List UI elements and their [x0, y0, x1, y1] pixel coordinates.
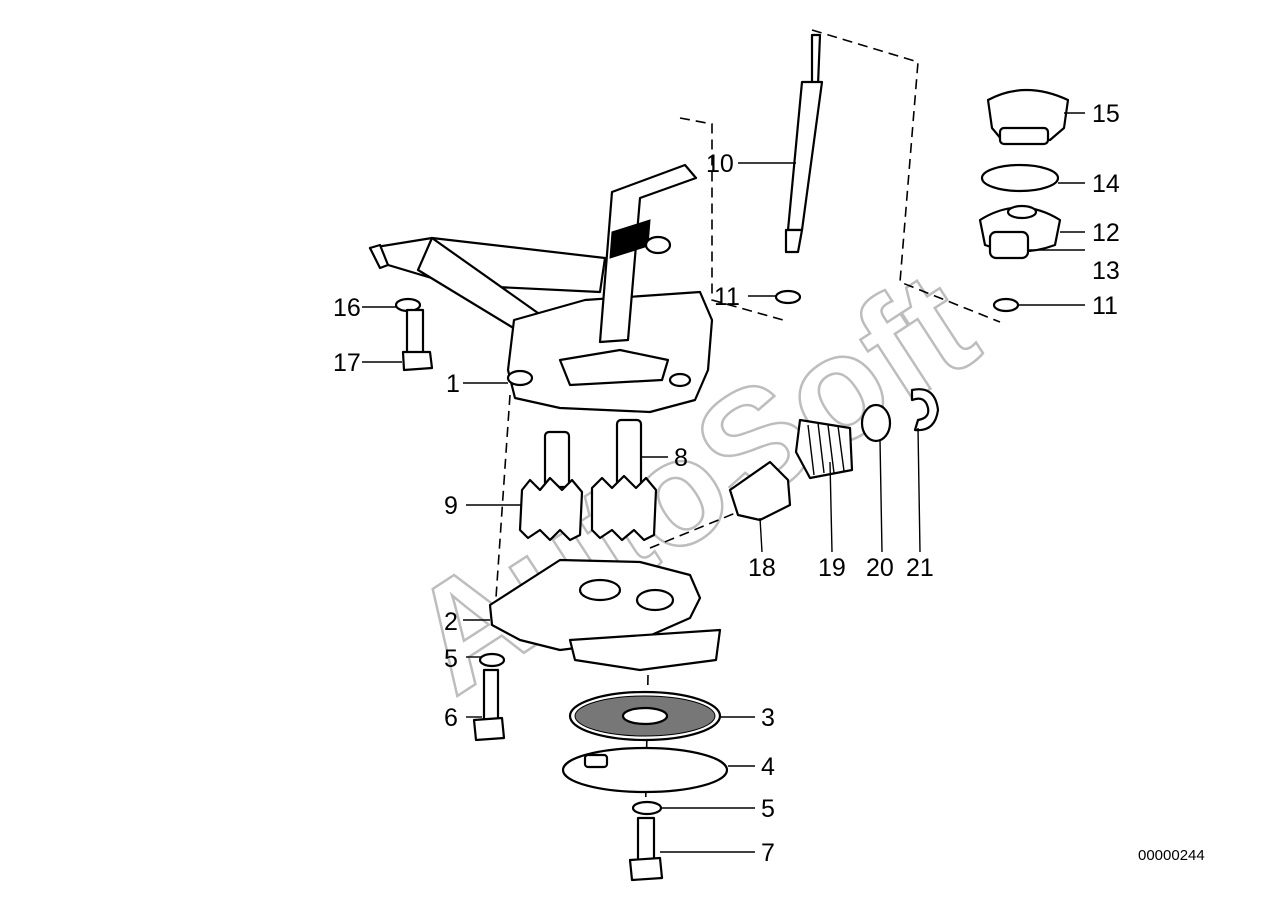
callout-20: 20 — [866, 554, 894, 582]
callout-16: 16 — [333, 294, 361, 322]
callout-4: 4 — [761, 753, 775, 781]
retaining-plate — [561, 746, 729, 794]
bolt-6 — [472, 668, 506, 742]
callout-7: 7 — [761, 839, 775, 867]
callout-18: 18 — [748, 554, 776, 582]
valve-piston-18 — [728, 460, 792, 522]
washer-5-upper — [478, 652, 506, 668]
callout-5-lower: 5 — [761, 795, 775, 823]
gear-pair — [518, 418, 658, 542]
callout-21: 21 — [906, 554, 934, 582]
cap-15 — [986, 88, 1070, 146]
strainer — [568, 690, 722, 742]
washer-20 — [860, 403, 892, 443]
callout-9: 9 — [444, 492, 458, 520]
callout-10: 10 — [706, 150, 734, 178]
circlip-21 — [910, 388, 940, 432]
callout-11-shaft: 11 — [714, 283, 740, 311]
callout-8: 8 — [674, 444, 688, 472]
guide-gear-stack — [811, 29, 1001, 323]
cover-plate — [488, 558, 722, 672]
guide-relief-valve — [649, 504, 756, 549]
callout-5-upper: 5 — [444, 645, 458, 673]
callout-11-stack: 11 — [1092, 292, 1118, 320]
guide-housing-bolt — [494, 394, 511, 613]
bolt-7 — [628, 816, 664, 882]
callout-13: 13 — [1092, 257, 1120, 285]
guide-driveshaft — [679, 117, 784, 321]
drive-shaft — [784, 33, 824, 254]
washer-11-stack — [992, 297, 1020, 313]
callout-3: 3 — [761, 704, 775, 732]
callout-12: 12 — [1092, 219, 1120, 247]
bolt-17 — [401, 308, 434, 372]
callout-labels: 1 2 3 4 5 5 6 7 8 9 10 11 11 12 13 14 15… — [333, 100, 1120, 867]
washer-5-lower — [631, 800, 663, 816]
callout-6: 6 — [444, 704, 458, 732]
leader-lines — [362, 112, 1085, 853]
callout-14: 14 — [1092, 170, 1120, 198]
callout-15: 15 — [1092, 100, 1120, 128]
washer-11-shaft — [774, 289, 802, 305]
callout-19: 19 — [818, 554, 846, 582]
callout-1: 1 — [446, 370, 460, 398]
callout-17: 17 — [333, 349, 361, 377]
drawing-code: 00000244 — [1138, 847, 1205, 864]
spring-19 — [794, 418, 854, 480]
o-ring-14 — [980, 163, 1060, 193]
callout-2: 2 — [444, 608, 458, 636]
pump-housing — [368, 163, 714, 414]
bushing-13 — [988, 230, 1030, 260]
